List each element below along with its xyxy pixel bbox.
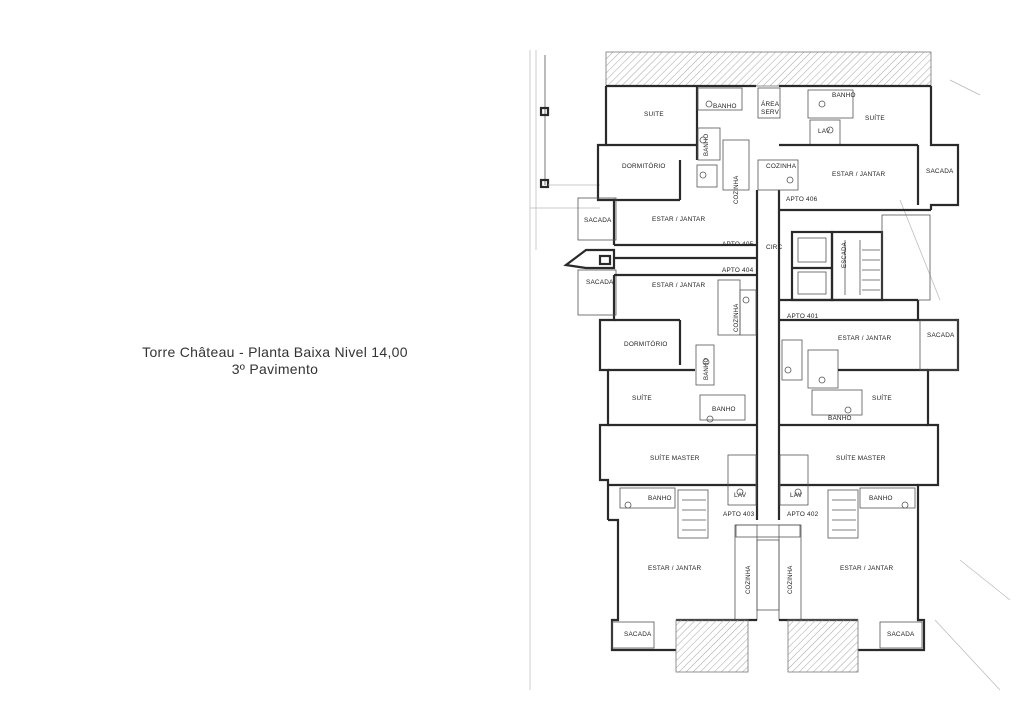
label-lav-406: LAV [818,128,831,135]
label-lav-403: LAV [734,492,747,499]
unit-404 [608,273,757,427]
label-sacada-403: SACADA [624,631,652,638]
center-shaft [735,524,801,538]
label-estar-404: ESTAR / JANTAR [652,282,706,289]
label-area: ÁREA [761,99,780,108]
plan-subtitle: 3º Pavimento [231,361,319,377]
label-apto-402: APTO 402 [787,511,819,518]
label-banho-406: BANHO [832,92,856,99]
label-apto-406: APTO 406 [786,196,818,203]
label-suite-master-403: SUÍTE MASTER [650,453,700,462]
left-pier [563,248,616,270]
label-serv: SERV [761,109,780,116]
label-dormitorio-405: DORMITÓRIO [622,161,666,170]
unit-401 [779,318,959,427]
sacada-405-box [577,197,617,241]
label-estar-402: ESTAR / JANTAR [840,565,894,572]
label-sacada-402: SACADA [887,631,915,638]
plan-caption: Torre Château - Planta Baixa Nivel 14,00… [110,344,440,378]
label-suite-406: SUÍTE [865,113,885,122]
label-apto-401: APTO 401 [787,313,819,320]
site-context [529,50,1011,691]
label-estar-401: ESTAR / JANTAR [838,335,892,342]
label-sacada-406: SACADA [926,168,954,175]
label-cozinha-403: COZINHA [746,566,752,594]
fixtures [624,100,909,509]
label-cozinha-405: COZINHA [734,176,740,204]
unit-403 [608,454,758,673]
label-apto-405: APTO 405 [722,241,754,248]
label-sacada-405: SACADA [584,217,612,224]
room-labels: SUITE BANHO ÁREA SERV BANHO DORMITÓRIO C… [584,92,955,638]
label-suite-405: SUITE [644,111,664,118]
label-escada: ESCADA [842,242,848,268]
label-cozinha-406: COZINHA [766,163,797,170]
plan-title: Torre Château - Planta Baixa Nivel 14,00 [142,344,408,360]
label-sacada-401: SACADA [927,332,955,339]
sacada-403-box [611,621,655,649]
label-banho-404a: BANHO [704,358,710,380]
label-suite-401: SUÍTE [872,393,892,402]
label-estar-403: ESTAR / JANTAR [648,565,702,572]
label-dormitorio-404: DORMITÓRIO [624,339,668,348]
label-lav-402: LAV [790,492,803,499]
label-banho-403: BANHO [648,495,672,502]
label-banho-401: BANHO [828,415,852,422]
label-banho-405b: BANHO [704,134,710,156]
label-banho-405a: BANHO [713,103,737,110]
label-suite-404: SUÍTE [632,393,652,402]
label-apto-403: APTO 403 [723,511,755,518]
label-estar-405: ESTAR / JANTAR [652,216,706,223]
label-estar-406: ESTAR / JANTAR [832,171,886,178]
label-banho-402: BANHO [869,495,893,502]
label-circ: CIRC [766,244,783,251]
label-sacada-404: SACADA [586,279,614,286]
unit-402 [778,454,923,673]
label-banho-404b: BANHO [712,406,736,413]
label-apto-404: APTO 404 [722,267,754,274]
unit-406 [757,84,931,212]
label-cozinha-402: COZINHA [788,566,794,594]
pier-column [598,254,612,266]
core [779,214,931,302]
center-duct [756,539,780,611]
unit-405 [606,84,757,247]
label-suite-master-402: SUÍTE MASTER [836,453,886,462]
sacada-404-box [577,269,617,316]
top-terrace [605,51,932,87]
label-cozinha-404: COZINHA [734,304,740,332]
